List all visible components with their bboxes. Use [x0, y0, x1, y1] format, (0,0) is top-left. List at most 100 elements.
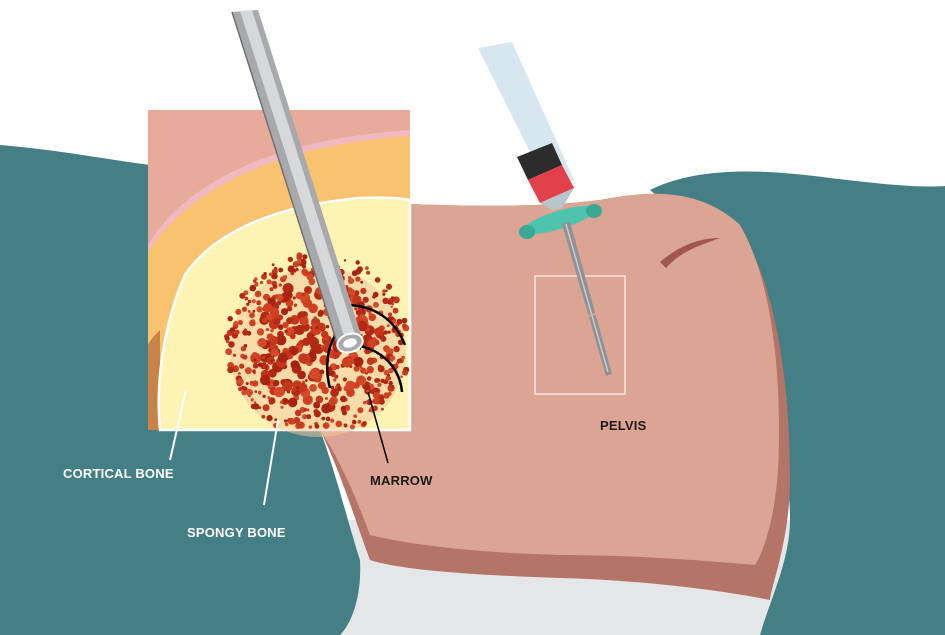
marrow-dot — [367, 339, 376, 348]
marrow-dot — [378, 365, 385, 372]
marrow-dot — [233, 321, 238, 326]
marrow-dot — [330, 388, 339, 397]
marrow-dot — [390, 355, 396, 361]
marrow-dot — [282, 275, 287, 280]
marrow-dot — [270, 359, 273, 362]
marrow-dot — [238, 372, 241, 375]
marrow-dot — [388, 348, 394, 354]
label-cortical-bone: CORTICAL BONE — [63, 466, 174, 481]
marrow-dot — [357, 407, 363, 413]
marrow-dot — [358, 377, 362, 381]
marrow-dot — [256, 300, 261, 305]
marrow-dot — [257, 306, 263, 312]
marrow-dot — [344, 424, 348, 428]
marrow-dot — [239, 293, 245, 299]
marrow-dot — [270, 307, 279, 316]
marrow-dot — [230, 327, 236, 333]
marrow-dot — [306, 414, 311, 419]
marrow-dot — [313, 402, 320, 409]
marrow-dot — [293, 296, 296, 299]
marrow-dot — [380, 336, 386, 342]
marrow-dot — [391, 306, 393, 308]
marrow-dot — [248, 394, 251, 397]
marrow-dot — [367, 366, 374, 373]
marrow-dot — [402, 318, 408, 324]
marrow-dot — [397, 359, 402, 364]
marrow-dot — [270, 390, 273, 393]
marrow-dot — [270, 329, 274, 333]
marrow-dot — [389, 381, 393, 385]
marrow-dot — [285, 423, 289, 427]
marrow-dot — [355, 354, 358, 357]
marrow-dot — [344, 259, 346, 261]
marrow-dot — [305, 379, 308, 382]
marrow-dot — [303, 270, 310, 277]
marrow-dot — [374, 327, 383, 336]
marrow-dot — [355, 276, 360, 281]
marrow-dot — [356, 260, 360, 264]
marrow-dot — [243, 355, 248, 360]
marrow-dot — [287, 306, 292, 311]
marrow-dot — [290, 347, 298, 355]
marrow-dot — [257, 338, 266, 347]
marrow-dot — [277, 331, 284, 338]
marrow-dot — [300, 317, 309, 326]
marrow-dot — [402, 324, 407, 329]
marrow-dot — [363, 297, 369, 303]
marrow-dot — [384, 330, 388, 334]
marrow-dot — [257, 328, 264, 335]
marrow-dot — [249, 320, 256, 327]
marrow-dot — [400, 375, 403, 378]
marrow-dot — [302, 254, 307, 259]
marrow-dot — [225, 348, 232, 355]
marrow-dot — [288, 418, 295, 425]
marrow-dot — [266, 328, 269, 331]
marrow-dot — [274, 387, 284, 397]
marrow-dot — [321, 417, 325, 421]
marrow-dot — [273, 284, 278, 289]
marrow-dot — [320, 370, 325, 375]
marrow-dot — [273, 380, 280, 387]
marrow-dot — [377, 383, 381, 387]
marrow-dot — [238, 320, 243, 325]
marrow-dot — [296, 254, 302, 260]
marrow-dot — [279, 283, 282, 286]
marrow-dot — [352, 270, 358, 276]
marrow-dot — [274, 418, 277, 421]
marrow-dot — [242, 330, 248, 336]
marrow-dot — [375, 277, 381, 283]
marrow-dot — [288, 398, 297, 407]
marrow-dot — [262, 356, 265, 359]
marrow-dot — [255, 390, 258, 393]
marrow-dot — [267, 279, 272, 284]
marrow-dot — [373, 292, 379, 298]
marrow-dot — [227, 367, 234, 374]
marrow-dot — [330, 419, 334, 423]
marrow-dot — [309, 425, 313, 429]
marrow-dot — [250, 353, 261, 364]
marrow-dot — [365, 266, 369, 270]
marrow-dot — [329, 354, 333, 358]
marrow-dot — [228, 316, 233, 321]
marrow-dot — [253, 310, 256, 313]
marrow-dot — [262, 415, 266, 419]
marrow-dot — [252, 299, 256, 303]
marrow-dot — [244, 344, 248, 348]
marrow-dot — [314, 316, 317, 319]
marrow-dot — [366, 271, 370, 275]
marrow-dot — [335, 365, 339, 369]
marrow-dot — [402, 370, 408, 376]
marrow-dot — [388, 300, 391, 303]
marrow-dot — [312, 351, 316, 355]
marrow-dot — [297, 259, 302, 264]
marrow-dot — [381, 408, 384, 411]
marrow-dot — [340, 396, 347, 403]
marrow-dot — [309, 337, 319, 347]
marrow-dot — [265, 380, 270, 385]
marrow-dot — [235, 309, 241, 315]
marrow-dot — [267, 333, 274, 340]
marrow-dot — [333, 374, 336, 377]
marrow-dot — [362, 421, 367, 426]
marrow-dot — [346, 388, 355, 397]
